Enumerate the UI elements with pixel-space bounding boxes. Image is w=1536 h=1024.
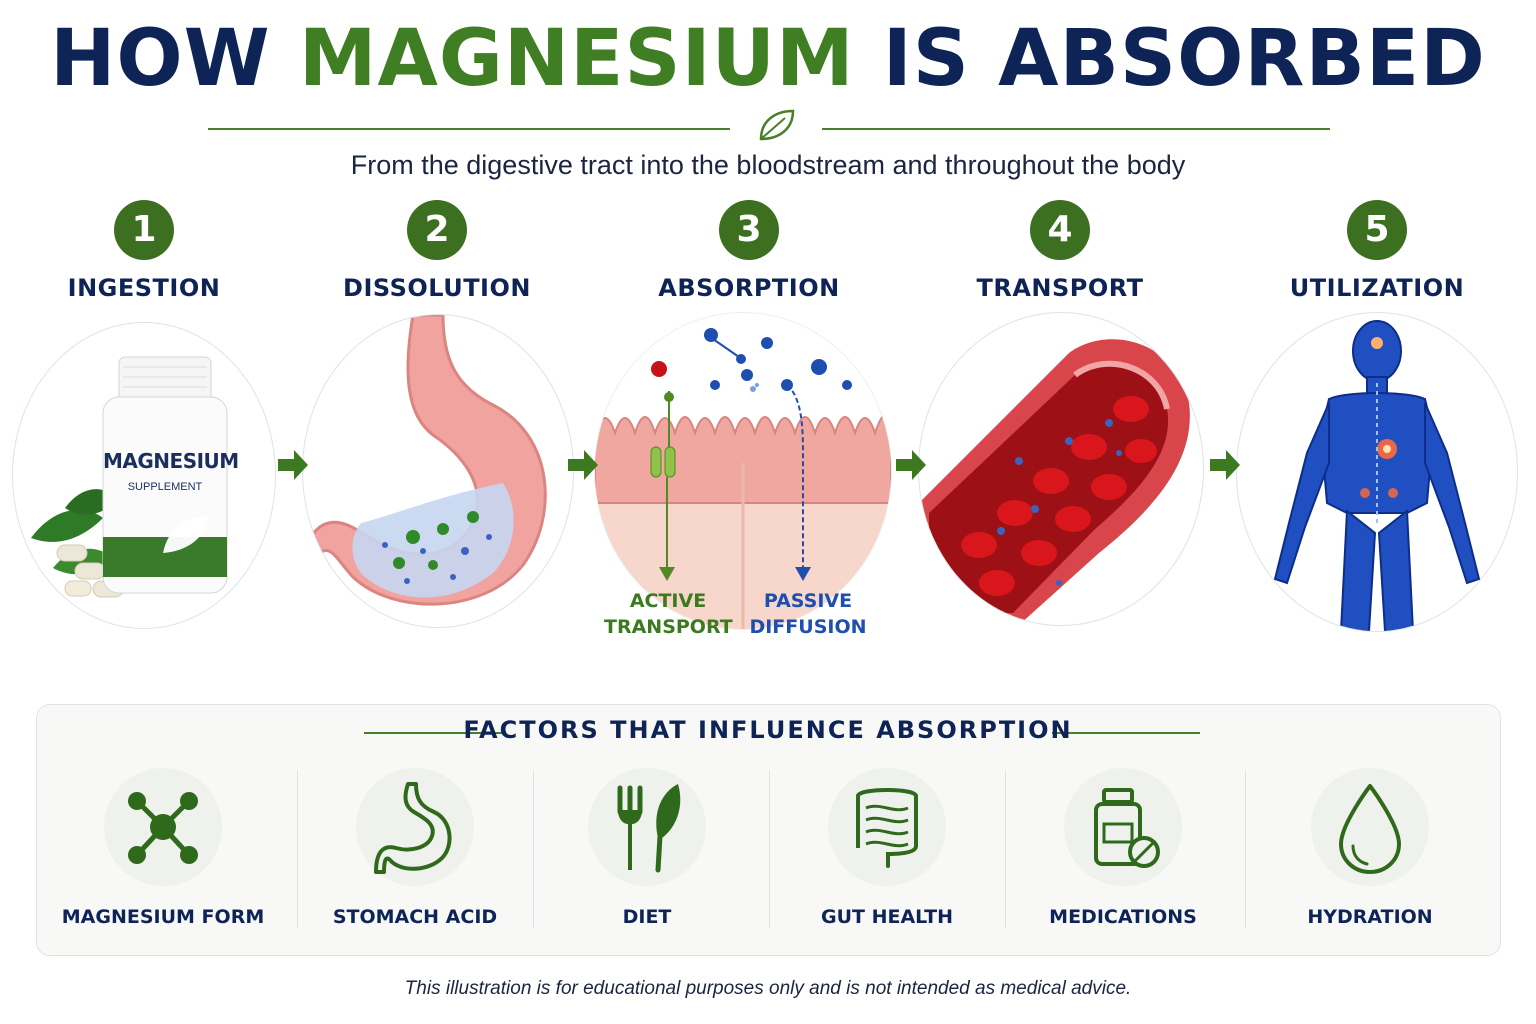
magnesium-ions (997, 419, 1122, 586)
active-label-line-1: ACTIVE (629, 590, 707, 612)
divider (769, 770, 770, 928)
title-rule-right (822, 128, 1330, 130)
transport-illustration (918, 312, 1204, 626)
factor-label: STOMACH ACID (332, 906, 498, 928)
factor-label: GUT HEALTH (820, 906, 953, 928)
step-number: 4 (1030, 200, 1090, 260)
supplement-bottle-icon (102, 356, 228, 594)
stomach-illustration (303, 315, 547, 606)
arrow-right-icon (896, 450, 926, 480)
step-number: 5 (1347, 200, 1407, 260)
factor-medications: MEDICATIONS (1005, 768, 1241, 928)
step-label: INGESTION (67, 274, 221, 302)
factor-label: DIET (622, 906, 672, 928)
factors-panel (36, 704, 1501, 956)
step-label: DISSOLUTION (343, 274, 531, 302)
absorption-illustration (594, 312, 892, 630)
organ-highlights (1360, 337, 1398, 498)
human-body-illustration (1273, 320, 1481, 631)
mineral-particles (382, 511, 492, 584)
arrow-right-icon (1210, 450, 1240, 480)
intestinal-villi-illustration (595, 328, 891, 629)
step-absorption: 3 ABSORPTION (599, 200, 899, 302)
title-part-2: IS ABSORBED (854, 14, 1486, 104)
step-number: 2 (407, 200, 467, 260)
subtitle: From the digestive tract into the bloods… (350, 150, 1186, 180)
factor-diet: DIET (529, 768, 765, 928)
bottle-type: SUPPLEMENT (127, 481, 203, 493)
passive-label-line-1: PASSIVE (763, 590, 853, 612)
factor-label: MAGNESIUM FORM (61, 906, 265, 928)
factor-gut-health: GUT HEALTH (769, 768, 1005, 928)
leaf-icon (759, 109, 795, 141)
factor-stomach-acid: STOMACH ACID (297, 768, 533, 928)
ions (651, 328, 852, 392)
factors-rule-left (364, 732, 504, 734)
step-utilization: 5 UTILIZATION (1227, 200, 1527, 302)
divider (1005, 770, 1006, 928)
step-number: 1 (114, 200, 174, 260)
factors-title: FACTORS THAT INFLUENCE ABSORPTION (463, 716, 1073, 744)
blood-vessel-illustration (919, 339, 1190, 625)
intestine-icon (828, 768, 946, 886)
page-title: HOW MAGNESIUM IS ABSORBED (0, 14, 1536, 104)
factor-hydration: HYDRATION (1252, 768, 1488, 928)
water-drop-icon (1311, 768, 1429, 886)
step-ingestion: 1 INGESTION (0, 200, 294, 302)
step-transport: 4 TRANSPORT (910, 200, 1210, 302)
title-rule-left (208, 128, 730, 130)
disclaimer: This illustration is for educational pur… (404, 978, 1132, 999)
factors-rule-right (1052, 732, 1200, 734)
utilization-illustration (1236, 312, 1518, 632)
step-dissolution: 2 DISSOLUTION (287, 200, 587, 302)
active-label-line-2: TRANSPORT (604, 616, 733, 638)
factor-label: HYDRATION (1307, 906, 1433, 928)
step-label: TRANSPORT (976, 274, 1144, 302)
active-transport-label: ACTIVE TRANSPORT (604, 588, 733, 640)
stomach-icon (356, 768, 474, 886)
divider (297, 770, 298, 928)
step-label: ABSORPTION (658, 274, 840, 302)
red-blood-cells (961, 396, 1157, 596)
divider (1245, 770, 1246, 928)
title-highlight: MAGNESIUM (298, 14, 855, 104)
bottle-brand: MAGNESIUM (103, 449, 239, 473)
dissolution-illustration (302, 314, 574, 628)
arrow-right-icon (278, 450, 308, 480)
passive-label-line-2: DIFFUSION (749, 616, 867, 638)
step-label: UTILIZATION (1289, 274, 1465, 302)
passive-diffusion-label: PASSIVE DIFFUSION (744, 588, 872, 640)
factor-magnesium-form: MAGNESIUM FORM (45, 768, 281, 928)
title-part-1: HOW (50, 14, 299, 104)
diffusion-path-icon (781, 379, 811, 581)
pill-bottle-icon (1064, 768, 1182, 886)
fork-leaf-icon (588, 768, 706, 886)
ingestion-illustration: MAGNESIUM SUPPLEMENT (12, 322, 276, 629)
molecule-icon (104, 768, 222, 886)
step-number: 3 (719, 200, 779, 260)
arrow-right-icon (568, 450, 598, 480)
transport-channel-icon (650, 391, 676, 581)
divider (533, 770, 534, 928)
factor-label: MEDICATIONS (1049, 906, 1197, 928)
